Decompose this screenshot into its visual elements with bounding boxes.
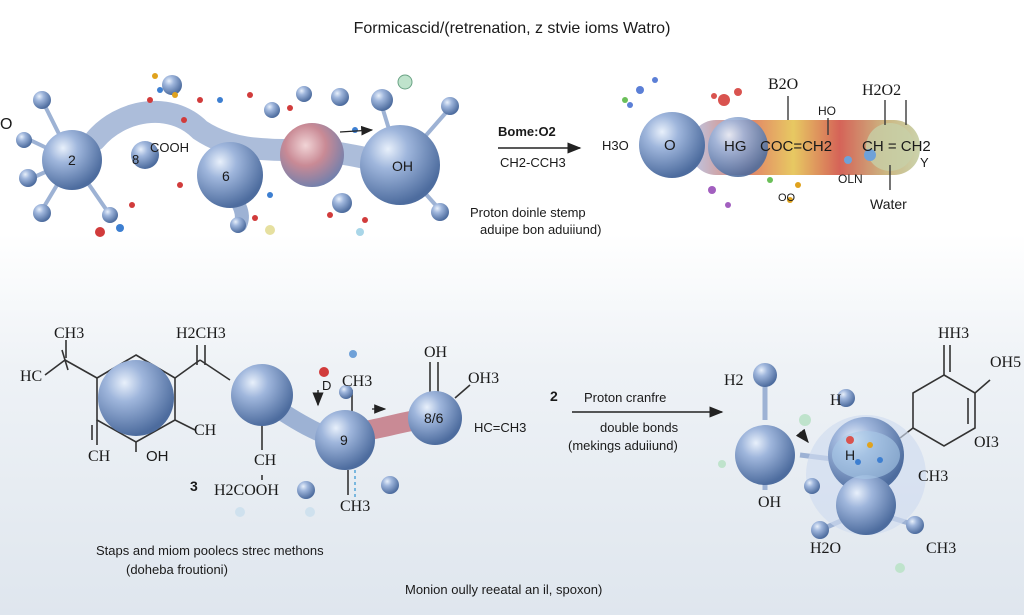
bottom-arrow-sublabel: double bonds	[600, 420, 679, 435]
diagram-title: Formicascid/(retrenation, z stvie ioms W…	[353, 20, 671, 37]
h-label: H	[845, 447, 856, 463]
hc-label: HC	[20, 368, 43, 385]
hg-label: HG	[724, 138, 747, 155]
hc-ch3-label: HC=CH3	[474, 420, 527, 435]
oh-label: OH	[146, 448, 169, 465]
ch-ch2-label: CH = CH2	[862, 138, 931, 155]
d-label: D	[322, 378, 332, 393]
bottom-arrow-sublabel: (mekings aduiiund)	[568, 438, 678, 453]
top-caption-line1: Proton doinle stemp	[470, 205, 586, 220]
h-label: H	[830, 392, 842, 409]
atom-label: 9	[340, 432, 348, 448]
oh-label: OH	[392, 158, 413, 174]
h3o-label: H3O	[602, 138, 629, 153]
atom-label: 6	[222, 168, 230, 184]
y-label: Y	[920, 155, 929, 170]
h2ch3-label: H2CH3	[176, 325, 226, 342]
ch3-label: CH3	[918, 468, 949, 485]
h2o-label: H2O	[810, 540, 842, 557]
bottom-arrow-label: Proton cranfre	[584, 390, 667, 405]
ch3-label: CH3	[926, 540, 957, 557]
ho-label: HO	[818, 104, 836, 118]
o-label: O	[664, 137, 676, 154]
ch3-label: CH3	[54, 325, 85, 342]
h2o2-label: H2O2	[862, 82, 902, 99]
water-label: Water	[870, 196, 907, 212]
ch3-label: CH3	[340, 498, 371, 515]
caption-left-line2: (doheba froutioni)	[126, 562, 228, 577]
caption-left-line1: Staps and miom poolecs strec methons	[96, 543, 324, 558]
h2-label: H2	[724, 372, 744, 389]
atom-label: 8/6	[424, 410, 444, 426]
atom-label: 8	[132, 152, 140, 167]
edge-o-label: O	[0, 116, 13, 133]
oh-label: OH	[758, 494, 782, 511]
ch-label: CH	[254, 452, 277, 469]
hh3-label: HH3	[938, 325, 970, 342]
top-right-molecule	[622, 77, 920, 208]
oo-label: OO	[778, 192, 796, 204]
b2o-label: B2O	[768, 76, 799, 93]
top-arrow-label: Bome:O2	[498, 124, 556, 139]
top-arrow-sublabel: CH2-CCH3	[500, 155, 566, 170]
top-left-molecule	[16, 73, 459, 237]
oh-label: OH	[424, 344, 448, 361]
bottom-left-molecule	[44, 340, 471, 517]
step-3-label: 3	[190, 478, 198, 494]
ch-label: CH	[194, 422, 217, 439]
h2cooh-label: H2COOH	[214, 482, 279, 499]
atom-label: 2	[68, 152, 76, 168]
oln-label: OLN	[838, 172, 863, 186]
step-2-label: 2	[550, 388, 558, 404]
cooh-label: COOH	[150, 140, 189, 155]
oh-label: OH5	[990, 354, 1022, 371]
ch-label: CH	[88, 448, 111, 465]
bottom-right-molecule	[718, 345, 991, 573]
caption-bottom: Monion oully reeatal an il, spoxon)	[405, 582, 603, 597]
ch3-label: CH3	[342, 373, 373, 390]
chain-label: COC=CH2	[760, 138, 833, 155]
top-caption-line2: aduipe bon aduiiund)	[480, 222, 602, 237]
oi3-label: OI3	[974, 434, 999, 451]
oh3-label: OH3	[468, 370, 500, 387]
